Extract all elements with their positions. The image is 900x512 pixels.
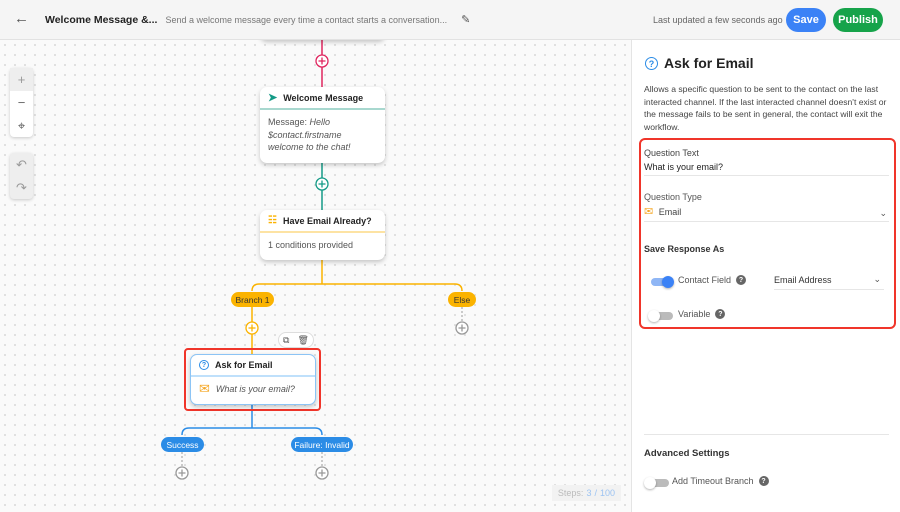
envelope-icon: ✉ — [199, 381, 210, 396]
welcome-message-node[interactable]: ➤ Welcome Message Message: Hello $contact… — [260, 87, 385, 163]
contact-field-value: Email Address — [774, 275, 832, 285]
workflow-title[interactable]: Welcome Message &... — [45, 13, 158, 26]
save-button[interactable]: Save — [786, 8, 826, 32]
condition-node[interactable]: ☷ Have Email Already? 1 conditions provid… — [260, 210, 385, 260]
outcome-pill[interactable]: Failure: Invalid — [291, 437, 353, 452]
add-step-plus-icon — [245, 321, 259, 335]
question-icon: ? — [199, 360, 209, 370]
properties-panel: ? Ask for Email Allows a specific questi… — [631, 40, 900, 512]
node-title: Welcome Message — [283, 92, 364, 103]
publish-button[interactable]: Publish — [833, 8, 883, 32]
node-body: What is your email? — [215, 384, 295, 394]
contact-field-toggle[interactable] — [651, 276, 674, 288]
redo-icon[interactable]: ↷ — [16, 179, 27, 195]
variable-toggle[interactable] — [648, 310, 673, 322]
question-type-label: Question Type — [644, 192, 702, 202]
trash-icon[interactable]: 🗑 — [297, 334, 309, 345]
recenter-crosshair-icon[interactable]: ⌖ — [17, 117, 26, 133]
node-title: Have Email Already? — [282, 215, 372, 226]
contact-field-label: Contact Field — [678, 275, 732, 285]
panel-title: Ask for Email — [664, 55, 754, 71]
node-toolbar: ⧉🗑 — [278, 332, 314, 348]
last-updated-text: Last updated a few seconds ago — [653, 15, 783, 25]
node-title: Ask for Email — [215, 360, 273, 370]
steps-separator: / — [594, 488, 597, 498]
chevron-down-icon: ⌄ — [879, 208, 887, 218]
add-step-plus-icon — [315, 54, 329, 68]
question-text-label: Question Text — [644, 148, 699, 158]
timeout-label: Add Timeout Branch — [672, 476, 754, 486]
connector-branch — [251, 260, 463, 354]
steps-counter: Steps: 3 / 100 — [551, 485, 621, 501]
add-step-plus-icon — [455, 321, 469, 335]
branch-icon: ☷ — [268, 215, 277, 226]
edit-pencil-icon[interactable]: ✎ — [461, 14, 471, 26]
connectors — [175, 40, 469, 480]
help-icon[interactable]: ? — [758, 476, 769, 486]
chevron-down-icon: ⌄ — [873, 274, 881, 284]
help-icon[interactable]: ? — [715, 309, 726, 319]
node-body: 1 conditions provided — [268, 240, 354, 250]
timeout-toggle[interactable] — [644, 477, 669, 489]
add-step-plus-icon — [315, 466, 329, 480]
steps-current: 3 — [586, 488, 592, 498]
connector-outcomes — [181, 405, 323, 436]
outcome-pill[interactable]: Success — [161, 437, 204, 452]
divider — [644, 434, 889, 435]
add-step-plus-icon — [315, 177, 329, 191]
variable-label: Variable — [678, 309, 711, 319]
save-response-label: Save Response As — [644, 244, 725, 254]
back-arrow-icon[interactable]: ← — [14, 10, 29, 27]
advanced-settings-label: Advanced Settings — [644, 448, 730, 459]
zoom-in-icon[interactable]: + — [10, 68, 33, 91]
question-type-value: Email — [658, 207, 682, 217]
zoom-controls: + − ⌖ — [10, 68, 33, 137]
contact-field-select[interactable]: Email Address ⌄ — [774, 274, 884, 290]
ask-for-email-node[interactable]: ? Ask for Email ✉ What is your email? — [190, 354, 316, 405]
panel-description: Allows a specific question to be sent to… — [644, 84, 887, 132]
history-controls: ↶ ↷ — [10, 153, 33, 199]
undo-icon[interactable]: ↶ — [16, 156, 27, 172]
selection-highlight — [184, 348, 321, 411]
envelope-icon: ✉ — [644, 206, 654, 218]
zoom-out-icon[interactable]: − — [17, 95, 26, 110]
question-type-select[interactable]: ✉ Email ⌄ — [644, 205, 889, 222]
steps-max: 100 — [599, 488, 615, 498]
help-icon[interactable]: ? — [736, 275, 747, 285]
question-text-input[interactable]: What is your email? — [644, 162, 889, 176]
send-icon: ➤ — [268, 92, 278, 104]
message-label: Message: — [268, 117, 308, 127]
add-step-plus-icon — [175, 466, 189, 480]
question-icon: ? — [645, 57, 658, 70]
workflow-description[interactable]: Send a welcome message every time a cont… — [165, 14, 448, 25]
settings-highlight — [639, 138, 896, 329]
branch-pill[interactable]: Branch 1 — [231, 292, 274, 307]
copy-icon[interactable]: ⧉ — [283, 334, 290, 345]
header-bar: ← Welcome Message &... Send a welcome me… — [0, 0, 900, 40]
steps-label: Steps: — [557, 488, 584, 498]
message-text: Hello $contact.firstname welcome to the … — [268, 117, 351, 152]
branch-pill[interactable]: Else — [448, 292, 476, 307]
